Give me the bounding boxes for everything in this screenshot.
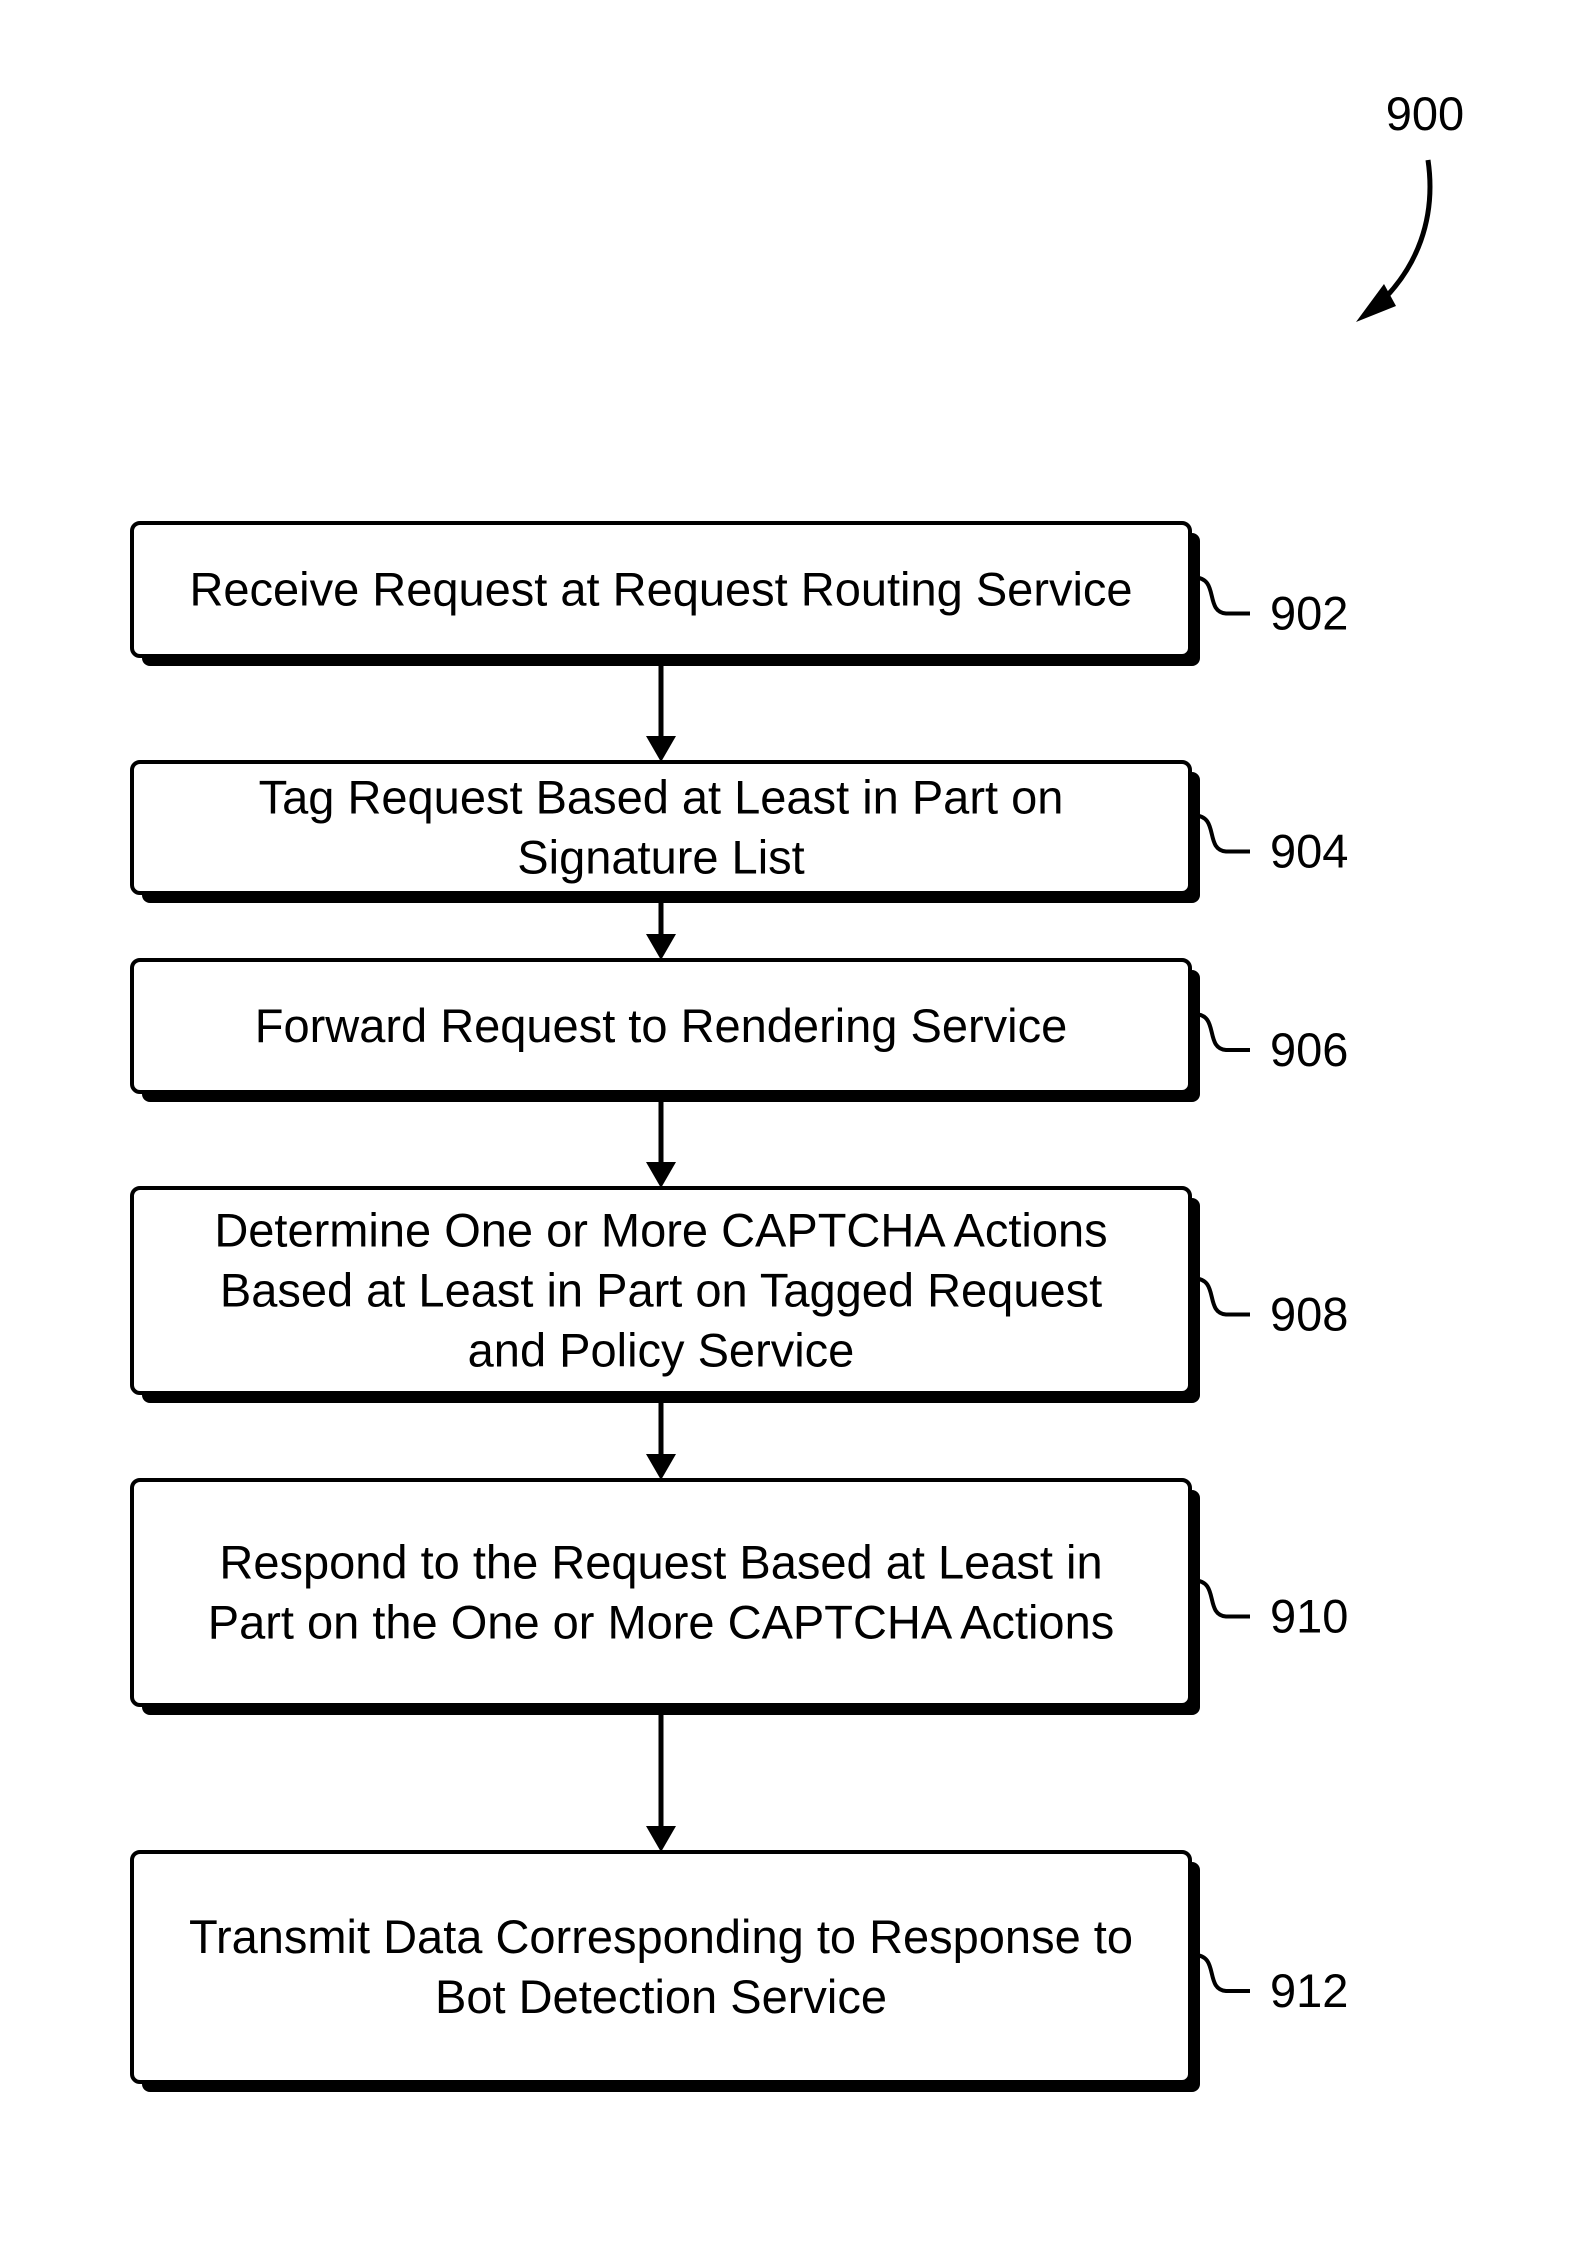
connector-arrowhead	[646, 736, 676, 762]
step-904: Tag Request Based at Least in Part on Sig…	[132, 762, 1348, 903]
step-label-line: Bot Detection Service	[435, 1970, 887, 2023]
step-box	[132, 1480, 1190, 1705]
step-label-line: Signature List	[517, 831, 804, 884]
step-label-line: Based at Least in Part on Tagged Request	[220, 1264, 1102, 1317]
step-label-line: Part on the One or More CAPTCHA Actions	[208, 1596, 1114, 1649]
step-label-line: Transmit Data Corresponding to Response …	[189, 1910, 1133, 1963]
step-reference-number: 908	[1270, 1288, 1348, 1341]
reference-leader-line	[1194, 1014, 1250, 1050]
connector-arrowhead	[646, 934, 676, 960]
step-label-line: Tag Request Based at Least in Part on	[259, 771, 1064, 824]
step-reference-number: 904	[1270, 825, 1348, 878]
step-912: Transmit Data Corresponding to Response …	[132, 1852, 1348, 2092]
step-reference-number: 910	[1270, 1590, 1348, 1643]
step-reference-number: 906	[1270, 1023, 1348, 1076]
reference-leader-line	[1194, 816, 1250, 852]
step-908: Determine One or More CAPTCHA ActionsBas…	[132, 1188, 1348, 1403]
reference-leader-line	[1194, 578, 1250, 614]
step-906: Forward Request to Rendering Service 906	[132, 960, 1348, 1102]
step-label-line: Respond to the Request Based at Least in	[219, 1536, 1102, 1589]
step-reference-number: 912	[1270, 1964, 1348, 2017]
step-label-line: Forward Request to Rendering Service	[255, 999, 1067, 1052]
step-label-line: and Policy Service	[468, 1324, 855, 1377]
step-902: Receive Request at Request Routing Servi…	[132, 523, 1348, 666]
reference-leader-line	[1194, 1279, 1250, 1315]
connector-arrowhead	[646, 1162, 676, 1188]
step-reference-number: 902	[1270, 587, 1348, 640]
steps-layer: Receive Request at Request Routing Servi…	[132, 523, 1348, 2092]
reference-leader-line	[1194, 1955, 1250, 1991]
step-910: Respond to the Request Based at Least in…	[132, 1480, 1348, 1715]
connector-arrowhead	[646, 1826, 676, 1852]
figure-pointer-arrow	[1370, 160, 1430, 312]
reference-leader-line	[1194, 1581, 1250, 1617]
step-box	[132, 1852, 1190, 2082]
figure-reference-number: 900	[1386, 87, 1464, 140]
step-label-line: Receive Request at Request Routing Servi…	[189, 563, 1132, 616]
step-label-line: Determine One or More CAPTCHA Actions	[214, 1204, 1107, 1257]
connector-arrowhead	[646, 1454, 676, 1480]
